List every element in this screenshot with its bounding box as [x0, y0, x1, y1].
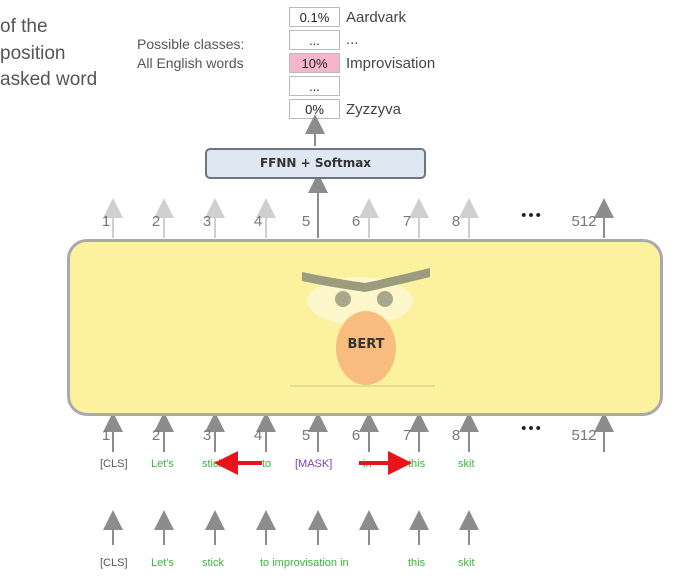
- upper-pos-2: 2: [151, 213, 161, 230]
- lower-input-arrows: [103, 412, 614, 452]
- upper-pos-3: 3: [202, 213, 212, 230]
- lower-pos-8: 8: [451, 427, 461, 444]
- masked-token-mask: [MASK]: [295, 458, 333, 470]
- orig-token-lets: Let's: [151, 557, 174, 569]
- upper-pos-1: 1: [101, 213, 111, 230]
- masked-token-lets: Let's: [151, 458, 174, 470]
- lower-pos-5: 5: [301, 427, 311, 444]
- orig-token-this: this: [408, 557, 426, 569]
- lower-ellipsis: •••: [521, 420, 543, 437]
- masked-token-stick: stick: [202, 458, 224, 470]
- lower-pos-4: 4: [253, 427, 263, 444]
- upper-pos-6: 6: [351, 213, 361, 230]
- lower-pos-7: 7: [402, 427, 412, 444]
- class-name-ellipsis: ...: [346, 31, 359, 48]
- possible-classes-label: Possible classes:: [137, 36, 245, 52]
- lower-pos-2: 2: [151, 427, 161, 444]
- upper-pos-7: 7: [402, 213, 412, 230]
- upper-pos-5: 5: [301, 213, 311, 230]
- bert-model-box: [67, 239, 663, 416]
- prob-cell-ellipsis-2: ...: [289, 76, 340, 96]
- bert-label: BERT: [347, 337, 385, 352]
- upper-pos-8: 8: [451, 213, 461, 230]
- masked-token-this: this: [408, 458, 426, 470]
- side-text-line-1: of the: [0, 16, 48, 37]
- lower-pos-512: 512: [571, 427, 597, 444]
- orig-token-cls: [CLS]: [100, 557, 128, 569]
- upper-output-arrows: [103, 198, 479, 238]
- all-english-words-label: All English words: [137, 55, 244, 71]
- upper-pos-4: 4: [253, 213, 263, 230]
- prob-cell-ellipsis-1: ...: [289, 30, 340, 50]
- orig-token-stick: stick: [202, 557, 224, 569]
- masked-token-in: in: [363, 458, 372, 470]
- bottom-token-arrows: [103, 510, 479, 545]
- upper-pos-512: 512: [571, 213, 597, 230]
- masked-token-to: to: [262, 458, 272, 470]
- ffnn-softmax-box: FFNN + Softmax: [205, 148, 426, 179]
- side-text-line-3: asked word: [0, 69, 98, 90]
- side-text-line-2: position: [0, 43, 66, 64]
- lower-pos-1: 1: [101, 427, 111, 444]
- class-name-zyzzyva: Zyzzyva: [346, 101, 402, 118]
- masked-token-skit: skit: [458, 458, 475, 470]
- orig-token-skit: skit: [458, 557, 475, 569]
- masked-token-cls: [CLS]: [100, 458, 128, 470]
- lower-pos-6: 6: [351, 427, 361, 444]
- lower-pos-3: 3: [202, 427, 212, 444]
- prob-cell-improvisation: 10%: [289, 53, 340, 73]
- class-name-improvisation: Improvisation: [346, 55, 436, 72]
- upper-ellipsis: •••: [521, 207, 543, 224]
- prob-cell-aardvark: 0.1%: [289, 7, 340, 27]
- orig-token-to-improvisation-in: to improvisation in: [260, 557, 349, 569]
- class-name-aardvark: Aardvark: [346, 9, 407, 26]
